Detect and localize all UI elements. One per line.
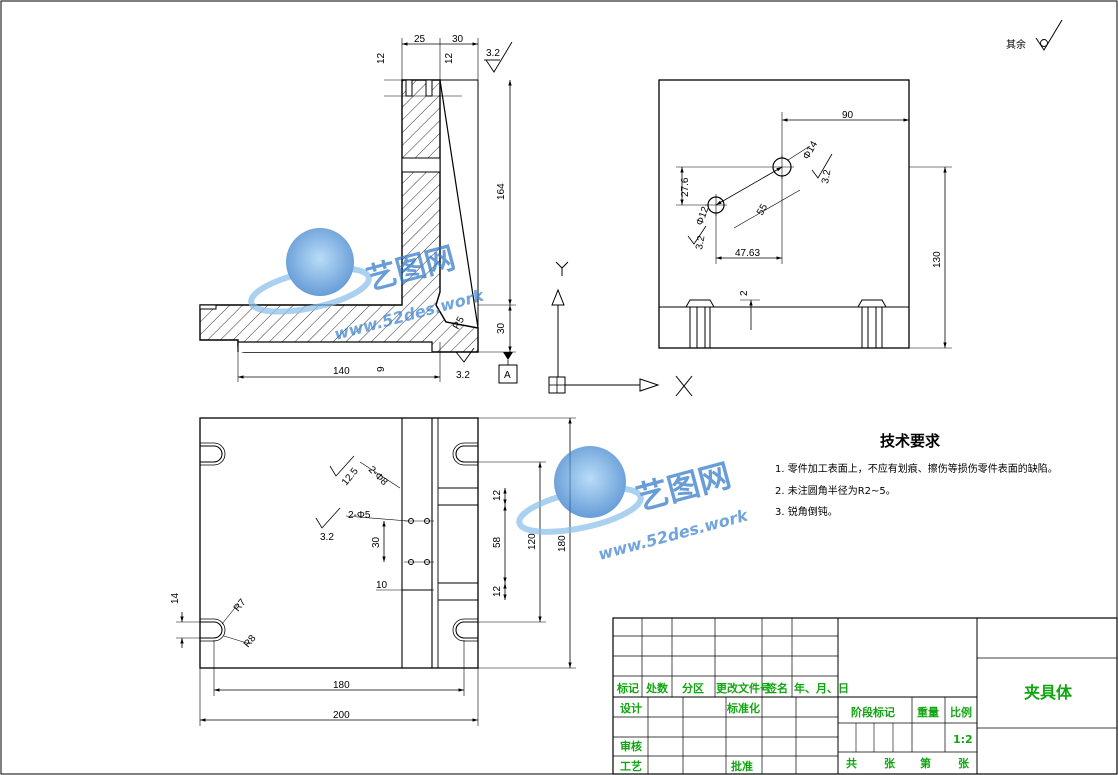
dim-10: 10 xyxy=(376,580,388,591)
watermark-logo-2: 艺图网 www.52des.work xyxy=(516,446,751,564)
datum-label: A xyxy=(504,370,511,381)
hole-2-phi8: 2-Φ8 xyxy=(366,464,390,488)
tech-requirements: 技术要求 1. 零件加工表面上，不应有划痕、擦伤等损伤零件表面的缺陷。 2. 未… xyxy=(775,432,1058,518)
hole-phi14: Φ14 xyxy=(801,139,820,161)
dim-9: 9 xyxy=(376,366,387,372)
tb-scale-value: 1:2 xyxy=(953,733,973,746)
dim-r8: R8 xyxy=(242,633,259,650)
tb-approve: 批准 xyxy=(731,759,753,773)
roughness-top: 3.2 xyxy=(486,48,500,59)
tb-scale-label: 比例 xyxy=(950,705,972,719)
top-hole-left xyxy=(405,79,413,97)
tb-zone: 分区 xyxy=(682,681,704,695)
surface-note-label: 其余 xyxy=(1006,38,1026,51)
dim-12-b: 12 xyxy=(444,52,455,64)
dim-2: 2 xyxy=(739,290,750,296)
tb-part-name: 夹具体 xyxy=(1024,683,1073,702)
dim-27-6: 27.6 xyxy=(680,177,691,197)
watermark-name-2: 艺图网 xyxy=(632,456,735,518)
tb-sheet-no-pre: 第 xyxy=(920,756,931,770)
datum-box xyxy=(498,364,518,384)
dim-47-63: 47.63 xyxy=(735,248,760,259)
tb-review: 审核 xyxy=(620,739,642,753)
dim-140: 140 xyxy=(333,366,350,377)
hole-2-phi5: 2-Φ5 xyxy=(348,510,371,521)
roughness-bottom: 3.2 xyxy=(456,370,470,381)
tech-title: 技术要求 xyxy=(880,432,941,450)
dim-12-bottom: 12 xyxy=(492,585,503,597)
tb-weight: 重量 xyxy=(917,705,939,719)
tb-standardize: 标准化 xyxy=(726,701,760,715)
dim-58: 58 xyxy=(492,536,503,548)
front-view: 25 30 12 12 164 30 140 R5 9 3.2 3.2 A xyxy=(199,34,518,384)
dim-130-right: 130 xyxy=(932,251,943,268)
bottom-relief xyxy=(237,341,433,352)
tb-sheets-total-pre: 共 xyxy=(846,756,857,770)
tb-design: 设计 xyxy=(620,701,642,715)
tb-process: 工艺 xyxy=(620,759,642,773)
tech-item-2: 2. 未注圆角半径为R2~5。 xyxy=(775,484,896,497)
dim-30-right: 30 xyxy=(496,322,507,334)
right-view-outline xyxy=(658,79,910,349)
tb-date: 年、月、日 xyxy=(794,681,849,695)
ucs-axis-icon xyxy=(548,261,693,397)
slot-window xyxy=(401,157,441,173)
dim-14: 14 xyxy=(170,592,181,604)
dim-90: 90 xyxy=(842,110,854,121)
roughness-hole-small: 3.2 xyxy=(694,234,707,250)
tech-item-1: 1. 零件加工表面上，不应有划痕、擦伤等损伤零件表面的缺陷。 xyxy=(775,462,1058,475)
dim-30-top: 30 xyxy=(452,34,464,45)
tb-count: 处数 xyxy=(645,681,669,695)
tb-change-doc: 更改文件号 xyxy=(716,681,771,695)
dim-12-a: 12 xyxy=(376,52,387,64)
dim-180-bottom: 180 xyxy=(333,680,350,691)
dim-r7: R7 xyxy=(232,597,249,614)
top-hole-right xyxy=(425,79,433,97)
dim-180-right: 180 xyxy=(557,535,568,552)
top-view-outline xyxy=(199,417,479,669)
right-view: 90 27.6 55 47.63 130 2 Φ14 Φ12 3.2 3.2 xyxy=(658,79,952,349)
hole-phi12: Φ12 xyxy=(694,205,711,227)
tb-sign: 签名 xyxy=(765,681,788,695)
dim-164: 164 xyxy=(496,183,507,200)
roughness-hole-large: 3.2 xyxy=(820,168,833,184)
tb-stage-mark: 阶段标记 xyxy=(851,705,895,719)
tech-item-3: 3. 锐角倒钝。 xyxy=(775,505,838,518)
dim-30-top-view: 30 xyxy=(371,536,382,548)
dim-55: 55 xyxy=(755,202,770,218)
tb-sheet-no-post: 张 xyxy=(958,756,970,770)
roughness-top-view: 3.2 xyxy=(320,532,334,543)
dim-25: 25 xyxy=(414,34,426,45)
tb-sheets-total-post: 张 xyxy=(884,756,896,770)
title-block: 标记 处数 分区 更改文件号 签名 年、月、日 设计 标准化 审核 工艺 批准 … xyxy=(612,617,1118,775)
surface-note: 其余 xyxy=(1006,19,1063,51)
roughness-125: 12.5 xyxy=(340,466,361,488)
top-view: 180 200 14 R7 R8 30 10 12 58 12 120 180 … xyxy=(170,417,576,726)
dim-12-top: 12 xyxy=(492,489,503,501)
tb-mark: 标记 xyxy=(616,681,639,695)
dim-200: 200 xyxy=(333,710,350,721)
dim-120: 120 xyxy=(527,533,538,550)
